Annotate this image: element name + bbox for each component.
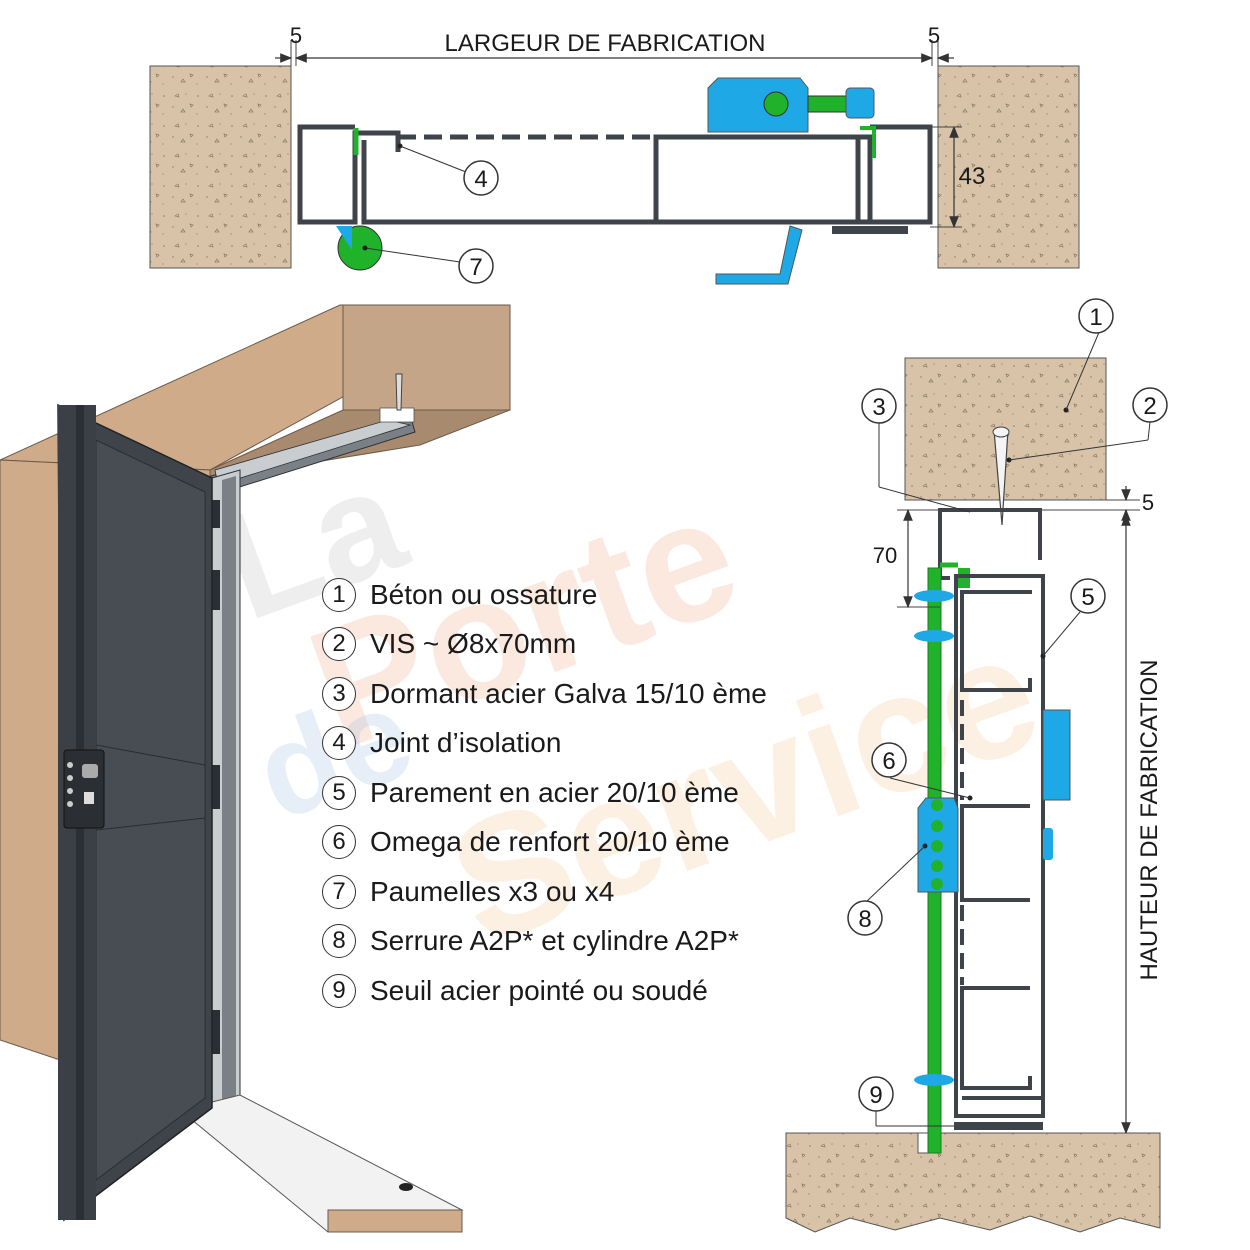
legend-item: 8 Serrure A2P* et cylindre A2P* — [322, 917, 882, 967]
legend-number: 3 — [322, 676, 356, 711]
legend-text: Dormant acier Galva 15/10 ème — [370, 677, 767, 709]
callout-7 — [458, 248, 494, 284]
screw-3d — [379, 373, 415, 423]
callout-1 — [1078, 298, 1114, 334]
legend-text: Parement en acier 20/10 ème — [370, 776, 739, 808]
legend-number: 2 — [322, 627, 356, 662]
legend-text: Serrure A2P* et cylindre A2P* — [370, 925, 739, 957]
callout-6-label: 6 — [882, 748, 895, 775]
legend-number: 5 — [322, 775, 356, 810]
legend-text: Omega de renfort 20/10 ème — [370, 826, 730, 858]
legend-number: 6 — [322, 825, 356, 860]
left-wall — [149, 65, 292, 269]
legend-item: 7 Paumelles x3 ou x4 — [322, 867, 882, 917]
legend-text: Joint d’isolation — [370, 727, 562, 759]
legend-number: 4 — [322, 726, 356, 761]
lintel-front — [342, 304, 511, 411]
handle-plan — [715, 225, 803, 285]
floor-concrete — [785, 1132, 1161, 1233]
legend-text: Paumelles x3 ou x4 — [370, 875, 615, 907]
frame-offset-label: 70 — [873, 543, 897, 568]
lock-side — [1042, 709, 1071, 801]
callout-1-label: 1 — [1089, 304, 1102, 331]
legend-text: VIS ~ Ø8x70mm — [370, 628, 577, 660]
legend-text: Seuil acier pointé ou soudé — [370, 974, 708, 1006]
section-view: 5 HAUTEUR DE FABRICATION 70 1 2 3 5 6 8 — [785, 298, 1168, 1233]
callout-4 — [463, 160, 499, 196]
lock-plan — [707, 77, 875, 133]
legend-item: 3 Dormant acier Galva 15/10 ème — [322, 669, 882, 719]
callout-9-label: 9 — [869, 1082, 882, 1109]
right-wall — [937, 65, 1080, 269]
callout-8 — [847, 900, 883, 936]
legend-item: 4 Joint d’isolation — [322, 719, 882, 769]
width-label: LARGEUR DE FABRICATION — [445, 30, 766, 57]
callout-5-label: 5 — [1081, 584, 1094, 611]
callout-5 — [1070, 578, 1106, 614]
legend-number: 1 — [322, 577, 356, 612]
callout-4-label: 4 — [474, 166, 487, 193]
legend-item: 9 Seuil acier pointé ou soudé — [322, 966, 882, 1016]
gap-right-label: 5 — [928, 23, 940, 48]
callout-6 — [871, 742, 907, 778]
legend: 1 Béton ou ossature 2 VIS ~ Ø8x70mm 3 Do… — [322, 570, 882, 1016]
legend-item: 1 Béton ou ossature — [322, 570, 882, 620]
hinge-plan — [336, 225, 383, 271]
callout-8-label: 8 — [858, 906, 871, 933]
depth-label: 43 — [959, 163, 986, 190]
callout-3 — [861, 388, 897, 424]
legend-number: 7 — [322, 874, 356, 909]
door-3d — [0, 304, 511, 1233]
seal-right — [860, 126, 876, 158]
legend-item: 6 Omega de renfort 20/10 ème — [322, 818, 882, 868]
legend-item: 2 VIS ~ Ø8x70mm — [322, 620, 882, 670]
legend-number: 8 — [322, 924, 356, 959]
plan-view: LARGEUR DE FABRICATION 5 5 — [149, 23, 1080, 285]
legend-text: Béton ou ossature — [370, 578, 598, 610]
legend-number: 9 — [322, 973, 356, 1008]
callout-7-label: 7 — [469, 254, 482, 281]
legend-item: 5 Parement en acier 20/10 ème — [322, 768, 882, 818]
gap-left-label: 5 — [290, 23, 302, 48]
callout-3-label: 3 — [872, 394, 885, 421]
plan-frame — [297, 124, 933, 225]
callout-9 — [858, 1076, 894, 1112]
lock-3d — [63, 749, 105, 829]
height-label: HAUTEUR DE FABRICATION — [1136, 660, 1163, 981]
gap-top-label: 5 — [1142, 490, 1154, 515]
callout-2 — [1132, 387, 1168, 423]
callout-2-label: 2 — [1143, 393, 1156, 420]
